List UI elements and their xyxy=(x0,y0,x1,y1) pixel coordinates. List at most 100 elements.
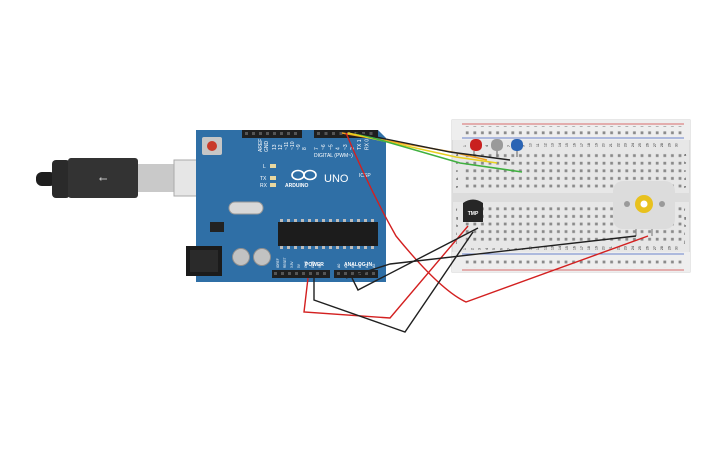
column-number-top: 1 xyxy=(463,145,467,147)
power-pin-label: 5V xyxy=(297,263,301,268)
pin-number-label: 4 xyxy=(336,147,342,150)
led-blue-body xyxy=(511,139,523,151)
header-hole xyxy=(288,272,291,275)
led-label-rx: RX xyxy=(260,183,268,189)
power-pin-label: IOREF xyxy=(276,258,280,268)
column-number-top: 17 xyxy=(580,143,584,147)
column-number-bottom: 25 xyxy=(638,246,642,250)
wire-red-5v[interactable] xyxy=(303,225,469,319)
header-hole xyxy=(280,132,283,135)
chip-pin xyxy=(315,219,318,222)
row-letter-left: g xyxy=(456,215,458,220)
chip-pin xyxy=(315,246,318,249)
pin-number-label: 13 xyxy=(272,144,278,150)
column-number-bottom: 12 xyxy=(543,246,547,250)
header-hole xyxy=(274,272,277,275)
chip-pin xyxy=(294,219,297,222)
analog-pin-label: A5 xyxy=(372,264,376,268)
row-letter-left: a xyxy=(456,152,459,157)
capacitor-2 xyxy=(253,248,271,266)
led-red[interactable] xyxy=(470,139,482,157)
chip-pin xyxy=(280,219,283,222)
chip-pin xyxy=(287,219,290,222)
wire-green[interactable] xyxy=(355,132,523,173)
chip-pin xyxy=(336,219,339,222)
row-letter-left: j xyxy=(455,239,457,244)
column-number-bottom: 21 xyxy=(609,246,613,250)
column-number-top: 22 xyxy=(616,143,620,147)
column-number-bottom: 18 xyxy=(587,246,591,250)
row-letter-right: h xyxy=(684,223,686,228)
column-number-bottom: 22 xyxy=(616,246,620,250)
column-number-bottom: 2 xyxy=(470,248,474,250)
usb-cable-boot xyxy=(52,160,70,198)
led-blue[interactable] xyxy=(511,139,523,157)
header-hole xyxy=(245,132,248,135)
motor-mount-right xyxy=(659,201,665,207)
usb-cable[interactable]: ⭠ xyxy=(36,158,221,198)
led-red-body xyxy=(470,139,482,151)
column-number-bottom: 3 xyxy=(478,248,482,250)
wire-red-to-motor[interactable] xyxy=(345,132,649,303)
header-hole xyxy=(344,272,347,275)
header-hole xyxy=(365,272,368,275)
power-jack-inner xyxy=(190,250,218,272)
column-number-bottom: 17 xyxy=(580,246,584,250)
tmp-sensor-label: TMP xyxy=(468,211,479,217)
led-rx xyxy=(270,183,276,187)
analog-pin-label: A1 xyxy=(344,264,348,268)
pin-number-label: ~6 xyxy=(321,144,327,150)
wire-black-to-motor[interactable] xyxy=(345,235,637,279)
aref-label: AREF xyxy=(258,139,264,152)
led-gray-body xyxy=(491,139,503,151)
column-number-bottom: 19 xyxy=(594,246,598,250)
reset-button-cap[interactable] xyxy=(207,141,217,151)
column-number-top: 18 xyxy=(587,143,591,147)
usb-connector-body xyxy=(68,158,138,198)
power-label: POWER xyxy=(305,262,324,268)
power-pin-label: RESET xyxy=(283,257,287,268)
row-letter-left: d xyxy=(456,176,458,181)
pin-number-label: ~5 xyxy=(328,144,334,150)
tmp-sensor[interactable]: TMP xyxy=(463,199,483,223)
column-number-bottom: 1 xyxy=(463,248,467,250)
column-number-bottom: 23 xyxy=(624,246,628,250)
column-number-top: 13 xyxy=(551,143,555,147)
header-hole xyxy=(266,132,269,135)
wire-black-led-ground[interactable] xyxy=(355,132,511,161)
header-hole xyxy=(362,132,365,135)
led-gray[interactable] xyxy=(491,139,503,157)
chip-pin xyxy=(371,219,374,222)
brand-label: ARDUINO xyxy=(285,183,308,189)
chip-pin xyxy=(343,246,346,249)
pin-number-label: RX 0 xyxy=(364,139,370,150)
row-letter-left: f xyxy=(456,207,458,212)
wire-black-gnd[interactable] xyxy=(313,231,474,333)
tmp-sensor-dome xyxy=(463,199,483,203)
chip-pin xyxy=(301,246,304,249)
column-number-bottom: 24 xyxy=(631,246,635,250)
header-hole xyxy=(309,272,312,275)
wire-black-analog[interactable] xyxy=(351,227,479,291)
column-number-bottom: 5 xyxy=(492,248,496,250)
column-number-top: 27 xyxy=(653,143,657,147)
digital-header-label: DIGITAL (PWM~) xyxy=(314,153,353,159)
pin-number-label: TX 1 xyxy=(357,139,363,150)
chip-pin xyxy=(280,246,283,249)
analog-label: ANALOG IN xyxy=(344,262,372,268)
row-letter-left: i xyxy=(456,231,457,236)
header-hole xyxy=(369,132,373,135)
power-pin-label: Vin xyxy=(318,263,322,268)
column-number-top: 30 xyxy=(675,143,679,147)
column-number-top: 24 xyxy=(631,143,635,147)
capacitor-1 xyxy=(232,248,250,266)
power-pin-label: GND xyxy=(311,260,315,268)
dc-motor[interactable] xyxy=(613,181,675,236)
column-number-top: 20 xyxy=(602,143,606,147)
chip-pin xyxy=(336,246,339,249)
usb-icon: ⭠ xyxy=(99,173,108,185)
column-number-bottom: 28 xyxy=(660,246,664,250)
row-letter-left: e xyxy=(456,184,459,189)
chip-pin xyxy=(301,219,304,222)
